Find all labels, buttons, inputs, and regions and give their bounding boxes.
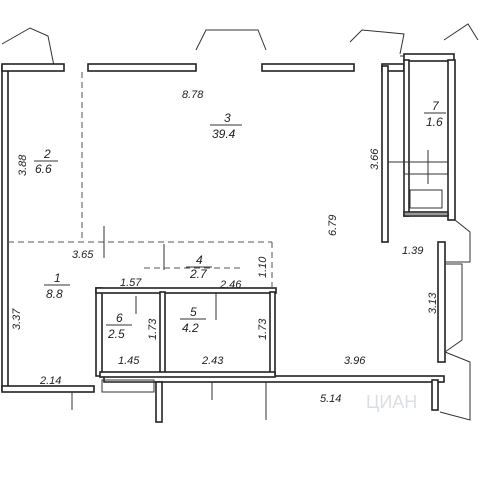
dim-right-lower-top: 1.39 [402,245,423,257]
dim-corridor: 5.14 [320,393,341,405]
room-5-number: 5 [190,305,197,319]
dim-right-lower-height: 3.13 [427,292,439,314]
room-2-number: 2 [43,147,51,161]
room-3-number: 3 [224,111,231,125]
dim-room5-top: 2.46 [219,279,242,291]
dim-room6-height: 1.73 [147,318,159,340]
dim-left-bottom: 2.14 [39,375,61,387]
dimension-labels: 8.78 3.88 3.66 6.79 3.65 1.10 2.46 1.57 … [11,89,439,405]
dim-room6-bottom: 1.45 [118,355,140,367]
room-1-area: 8.8 [46,287,63,301]
room-3-area: 39.4 [212,127,236,141]
room-6-area: 2.5 [107,327,125,341]
dim-right-bottom: 3.96 [344,355,366,367]
room-5-area: 4.2 [182,321,199,335]
entry-details [71,379,267,420]
room-labels: 2 6.6 3 39.4 7 1.6 1 8.8 4 2.7 6 2.5 5 4… [34,99,446,341]
dim-room1-height: 3.37 [11,308,23,330]
dim-room5-bottom: 2.43 [201,355,224,367]
room-1-number: 1 [54,271,61,285]
dim-room4-height: 1.10 [257,256,269,278]
room-6-number: 6 [116,311,123,325]
watermark: ЦИАН [366,392,417,412]
dim-room6-top: 1.57 [120,277,142,289]
outer-walls [1,53,456,423]
zone-lines [8,72,273,320]
dim-room3-height: 6.79 [327,215,339,236]
dim-room2-height: 3.88 [17,154,29,176]
dim-top-width: 8.78 [182,89,204,101]
room-7-area: 1.6 [426,115,443,129]
room-7-number: 7 [432,99,440,113]
right-bays [439,219,471,421]
interior-walls [95,59,449,378]
room-4-number: 4 [196,253,203,267]
kitchen-unit [388,150,449,215]
dim-room1-top: 3.65 [72,249,94,261]
dim-window-side: 3.66 [369,148,381,170]
room-4-area: 2.7 [189,267,208,281]
room-2-area: 6.6 [35,162,52,176]
dim-room5-height: 1.73 [257,318,269,340]
